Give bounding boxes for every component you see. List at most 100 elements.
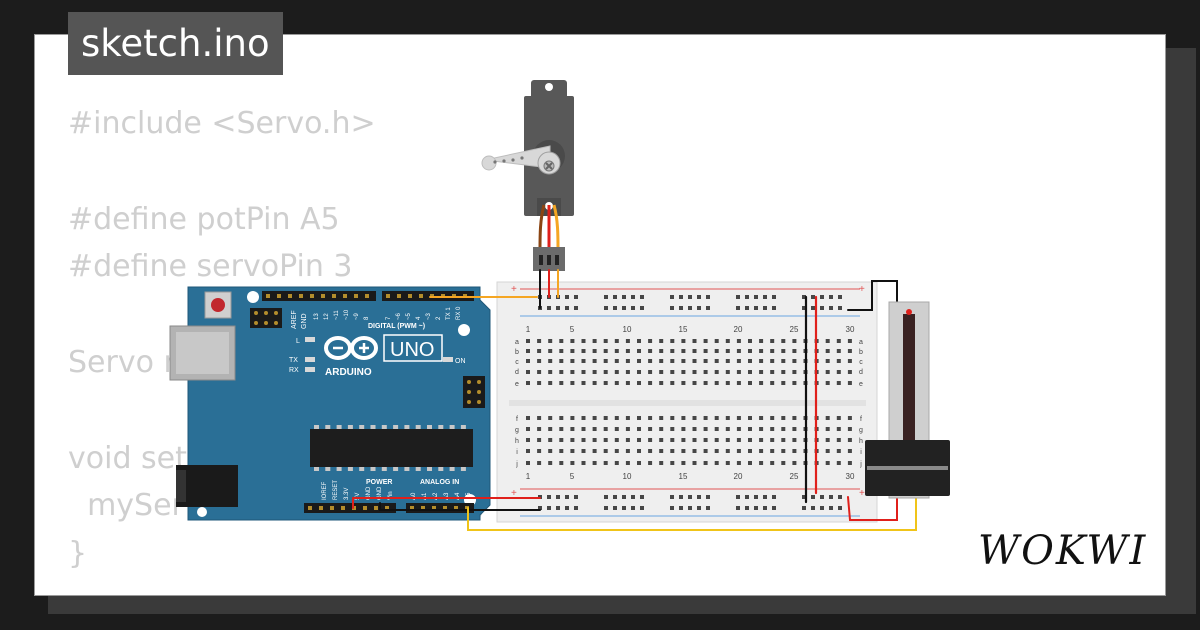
power-rail-hole[interactable] bbox=[763, 506, 767, 510]
breadboard-hole[interactable] bbox=[847, 427, 852, 431]
breadboard-hole[interactable] bbox=[748, 416, 752, 420]
breadboard-hole[interactable] bbox=[581, 449, 586, 453]
breadboard-hole[interactable] bbox=[792, 370, 797, 374]
header-pin[interactable] bbox=[341, 506, 345, 510]
breadboard-hole[interactable] bbox=[792, 381, 797, 385]
breadboard-hole[interactable] bbox=[703, 370, 708, 374]
breadboard-hole[interactable] bbox=[670, 438, 675, 442]
power-rail-hole[interactable] bbox=[679, 295, 683, 299]
breadboard-hole[interactable] bbox=[625, 438, 630, 442]
breadboard-hole[interactable] bbox=[526, 461, 530, 465]
breadboard-hole[interactable] bbox=[659, 359, 664, 363]
breadboard-hole[interactable] bbox=[548, 370, 553, 374]
breadboard-hole[interactable] bbox=[537, 359, 542, 363]
breadboard-hole[interactable] bbox=[792, 449, 797, 453]
header-pin[interactable] bbox=[443, 506, 447, 510]
breadboard-hole[interactable] bbox=[714, 461, 719, 465]
power-rail-hole[interactable] bbox=[556, 506, 560, 510]
breadboard-hole[interactable] bbox=[725, 461, 730, 465]
breadboard-hole[interactable] bbox=[603, 370, 608, 374]
breadboard-hole[interactable] bbox=[526, 381, 530, 385]
breadboard-hole[interactable] bbox=[670, 461, 675, 465]
breadboard-hole[interactable] bbox=[670, 349, 675, 353]
breadboard-hole[interactable] bbox=[725, 370, 730, 374]
breadboard-hole[interactable] bbox=[659, 449, 664, 453]
breadboard-hole[interactable] bbox=[770, 381, 775, 385]
breadboard-hole[interactable] bbox=[526, 427, 530, 431]
breadboard-hole[interactable] bbox=[670, 416, 675, 420]
breadboard-hole[interactable] bbox=[825, 339, 830, 343]
breadboard-hole[interactable] bbox=[714, 349, 719, 353]
breadboard-hole[interactable] bbox=[614, 339, 619, 343]
breadboard-hole[interactable] bbox=[570, 370, 575, 374]
power-rail-hole[interactable] bbox=[622, 495, 626, 499]
breadboard-hole[interactable] bbox=[725, 427, 730, 431]
power-rail-hole[interactable] bbox=[565, 506, 569, 510]
breadboard-hole[interactable] bbox=[736, 381, 741, 385]
power-rail-hole[interactable] bbox=[754, 295, 758, 299]
breadboard-hole[interactable] bbox=[692, 438, 697, 442]
breadboard-hole[interactable] bbox=[670, 449, 675, 453]
breadboard-hole[interactable] bbox=[781, 438, 786, 442]
power-rail-hole[interactable] bbox=[763, 306, 767, 310]
breadboard-hole[interactable] bbox=[570, 359, 575, 363]
breadboard-hole[interactable] bbox=[770, 416, 775, 420]
breadboard-hole[interactable] bbox=[603, 461, 608, 465]
breadboard-hole[interactable] bbox=[836, 359, 841, 363]
power-rail-hole[interactable] bbox=[736, 306, 740, 310]
breadboard-hole[interactable] bbox=[759, 381, 764, 385]
header-pin[interactable] bbox=[410, 506, 414, 510]
breadboard-hole[interactable] bbox=[592, 339, 597, 343]
breadboard-hole[interactable] bbox=[659, 370, 664, 374]
breadboard-hole[interactable] bbox=[625, 416, 630, 420]
power-rail-hole[interactable] bbox=[763, 295, 767, 299]
breadboard-hole[interactable] bbox=[614, 416, 619, 420]
breadboard-hole[interactable] bbox=[603, 427, 608, 431]
power-rail-hole[interactable] bbox=[736, 506, 740, 510]
breadboard-hole[interactable] bbox=[526, 438, 530, 442]
power-rail-hole[interactable] bbox=[631, 306, 635, 310]
power-rail-hole[interactable] bbox=[679, 495, 683, 499]
breadboard-hole[interactable] bbox=[714, 339, 719, 343]
breadboard-hole[interactable] bbox=[537, 370, 542, 374]
breadboard-hole[interactable] bbox=[570, 438, 575, 442]
header-pin[interactable] bbox=[330, 506, 334, 510]
breadboard-hole[interactable] bbox=[681, 416, 686, 420]
breadboard-hole[interactable] bbox=[581, 438, 586, 442]
power-rail-hole[interactable] bbox=[838, 495, 842, 499]
breadboard-hole[interactable] bbox=[526, 449, 530, 453]
breadboard-hole[interactable] bbox=[692, 381, 697, 385]
power-rail-hole[interactable] bbox=[802, 295, 806, 299]
breadboard-hole[interactable] bbox=[681, 438, 686, 442]
breadboard-hole[interactable] bbox=[559, 438, 564, 442]
breadboard-hole[interactable] bbox=[537, 461, 542, 465]
breadboard-hole[interactable] bbox=[548, 381, 553, 385]
breadboard-hole[interactable] bbox=[559, 416, 564, 420]
breadboard-hole[interactable] bbox=[659, 461, 664, 465]
breadboard-hole[interactable] bbox=[781, 339, 786, 343]
header-pin[interactable] bbox=[374, 506, 378, 510]
breadboard-hole[interactable] bbox=[792, 359, 797, 363]
breadboard-hole[interactable] bbox=[592, 427, 597, 431]
breadboard-hole[interactable] bbox=[548, 449, 553, 453]
breadboard-hole[interactable] bbox=[703, 427, 708, 431]
power-rail-hole[interactable] bbox=[811, 306, 815, 310]
breadboard-hole[interactable] bbox=[825, 359, 830, 363]
power-rail-hole[interactable] bbox=[574, 495, 578, 499]
breadboard-hole[interactable] bbox=[781, 449, 786, 453]
breadboard-hole[interactable] bbox=[759, 438, 764, 442]
breadboard-hole[interactable] bbox=[548, 359, 553, 363]
breadboard-hole[interactable] bbox=[581, 339, 586, 343]
breadboard-hole[interactable] bbox=[770, 427, 775, 431]
breadboard-hole[interactable] bbox=[537, 427, 542, 431]
breadboard-hole[interactable] bbox=[736, 349, 741, 353]
breadboard-hole[interactable] bbox=[692, 359, 697, 363]
power-rail-hole[interactable] bbox=[640, 295, 644, 299]
breadboard-hole[interactable] bbox=[714, 370, 719, 374]
breadboard-hole[interactable] bbox=[648, 427, 653, 431]
breadboard-hole[interactable] bbox=[748, 438, 752, 442]
breadboard-hole[interactable] bbox=[592, 381, 597, 385]
power-rail-hole[interactable] bbox=[613, 306, 617, 310]
power-rail-hole[interactable] bbox=[745, 295, 749, 299]
power-rail-hole[interactable] bbox=[547, 495, 551, 499]
